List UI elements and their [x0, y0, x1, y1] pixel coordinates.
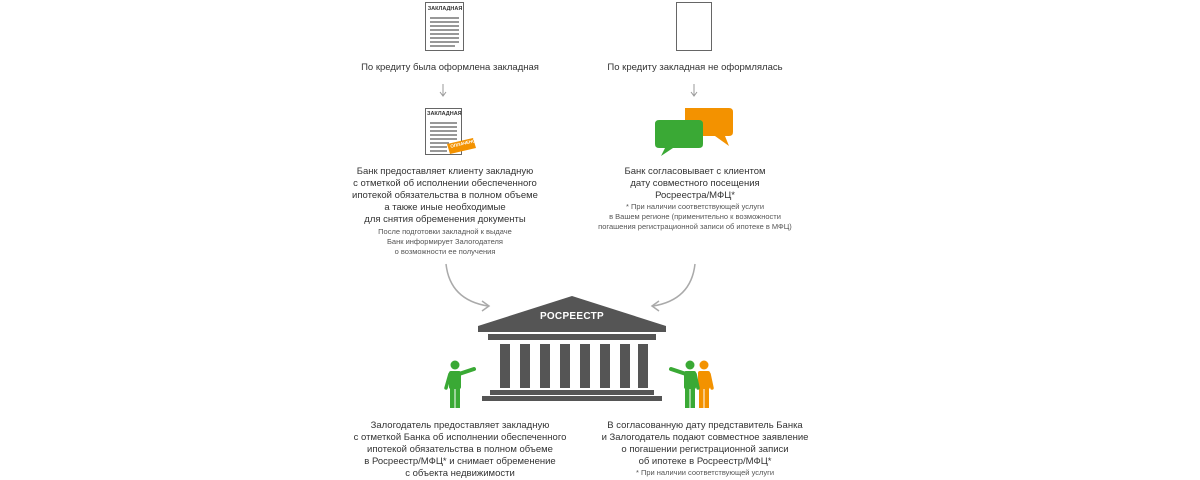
two-persons-pointing-icon [669, 360, 714, 408]
right-mid-note: * При наличии соответствующей услуги в В… [598, 202, 792, 231]
stamped-document-icon [425, 108, 476, 155]
government-building-icon [478, 296, 666, 401]
left-bottom-text: Залогодатель предоставляет закладную с о… [353, 420, 567, 479]
right-top-caption: По кредиту закладная не оформлялась [607, 62, 783, 73]
building-label: РОСРЕЕСТР [540, 311, 604, 322]
left-mid-text: Банк предоставляет клиенту закладную с о… [352, 166, 538, 225]
blank-document-icon [676, 2, 712, 51]
curved-arrow-left-icon [445, 263, 491, 312]
document-icon [425, 2, 464, 51]
chat-bubbles-icon [655, 108, 733, 156]
arrow-down-icon [690, 84, 698, 97]
right-mid-text: Банк согласовывает с клиентом дату совме… [624, 166, 766, 201]
doc-top-label: ЗАКЛАДНАЯ [427, 6, 463, 12]
person-pointing-icon [444, 360, 476, 408]
doc-mid-label: ЗАКЛАДНАЯ [427, 111, 462, 117]
left-mid-note: После подготовки закладной к выдаче Банк… [378, 227, 512, 256]
right-bottom-note: * При наличии соответствующей услуги [635, 468, 775, 477]
curved-arrow-right-icon [650, 263, 696, 312]
left-top-caption: По кредиту была оформлена закладная [361, 62, 539, 73]
right-bottom-text: В согласованную дату представитель Банка… [601, 420, 809, 467]
arrow-down-icon [439, 84, 447, 97]
